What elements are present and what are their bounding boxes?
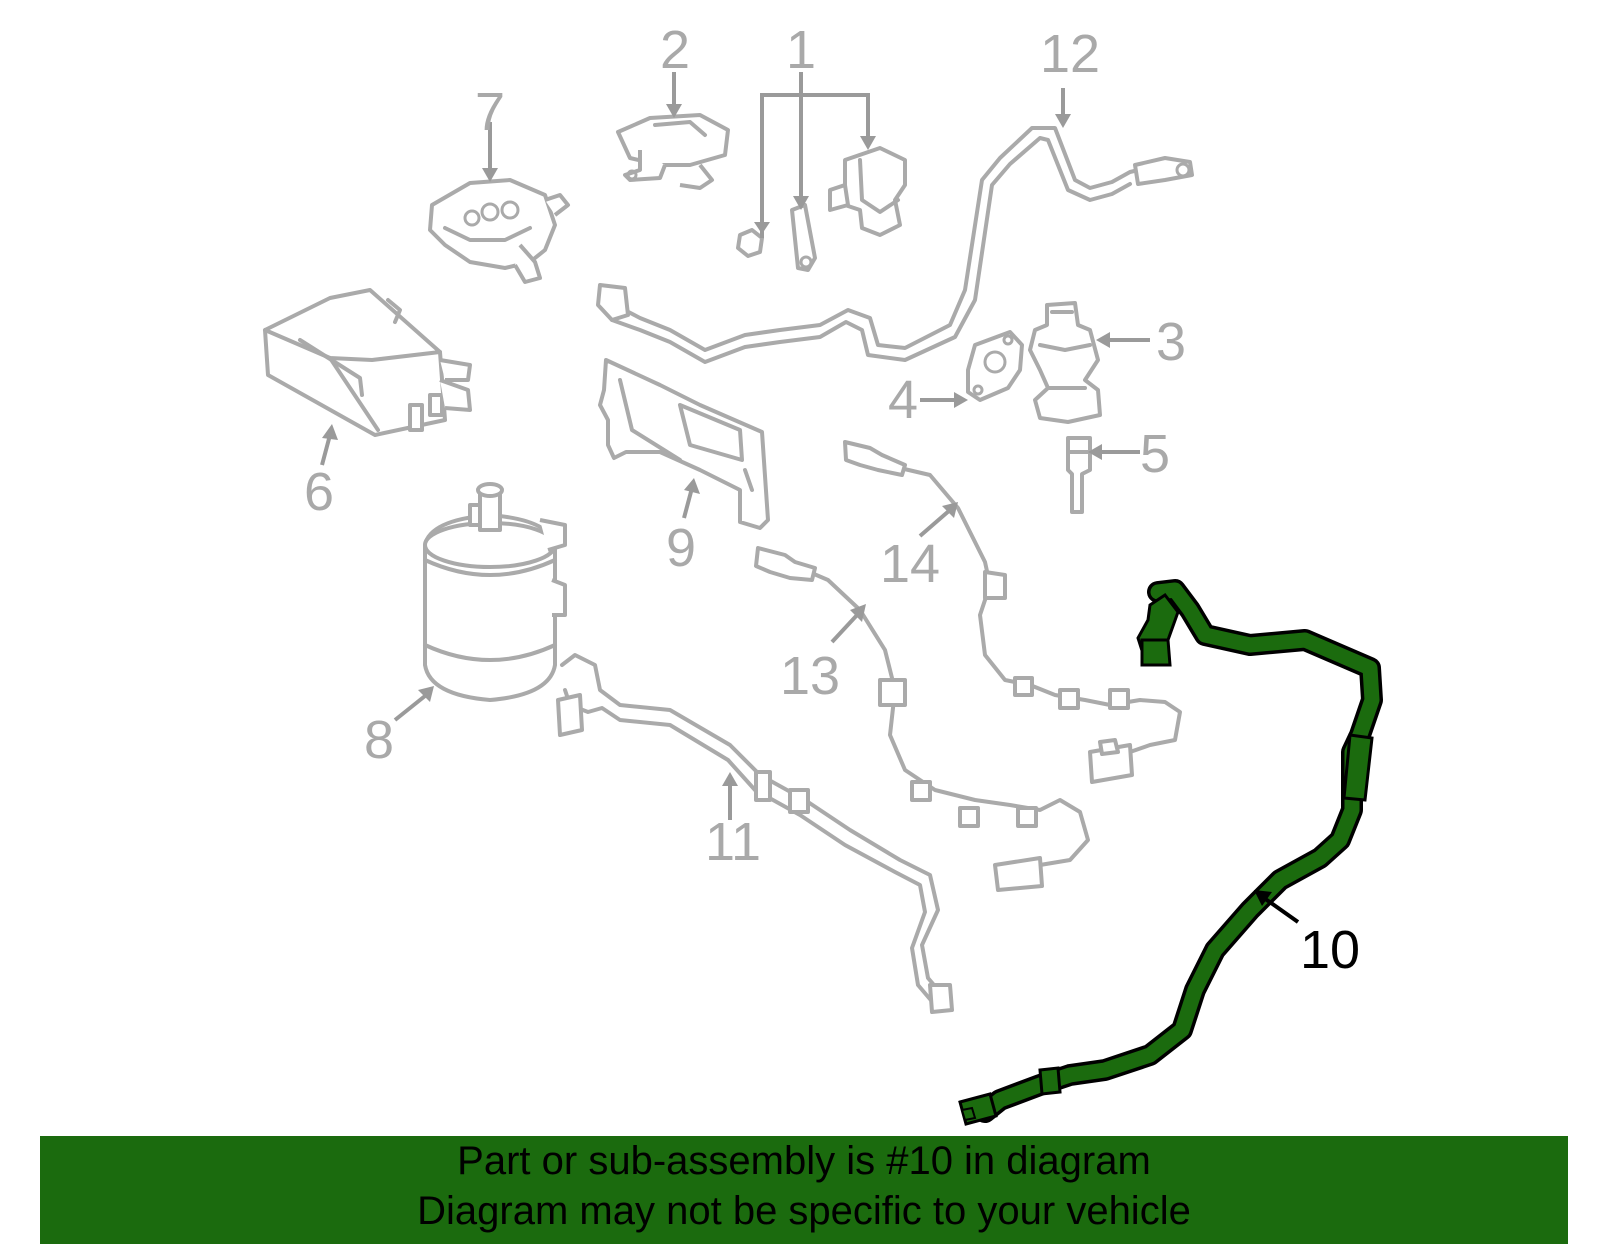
callout-7: 7 (475, 82, 505, 142)
part-7-valve[interactable] (428, 178, 570, 284)
callout-10: 10 (1300, 920, 1360, 980)
part-12-sensor-cable[interactable] (596, 126, 1194, 364)
callout-1: 1 (786, 20, 816, 80)
callout-6: 6 (304, 462, 334, 522)
banner-line-2: Diagram may not be specific to your vehi… (417, 1189, 1191, 1233)
callout-5: 5 (1140, 424, 1170, 484)
callout-arrows (320, 72, 1300, 924)
part-4-gasket[interactable] (966, 330, 1024, 402)
callout-13: 13 (780, 646, 840, 706)
part-9-bracket[interactable] (598, 358, 770, 530)
callout-2: 2 (660, 20, 690, 80)
info-banner: Part or sub-assembly is #10 in diagram D… (40, 1136, 1568, 1244)
callout-8: 8 (364, 710, 394, 770)
part-3-egr-valve[interactable] (1028, 301, 1102, 424)
part-1-solenoid-assembly[interactable] (736, 146, 907, 272)
part-2-solenoid[interactable] (616, 113, 730, 190)
callout-11: 11 (705, 812, 761, 872)
callout-4: 4 (888, 370, 918, 430)
part-10-hose-highlighted[interactable] (958, 579, 1383, 1126)
callout-12: 12 (1040, 24, 1100, 84)
part-14-sensor-harness[interactable] (843, 440, 1182, 784)
part-6-canister[interactable] (263, 288, 472, 437)
part-8-filter-canister[interactable] (423, 482, 567, 702)
part-13-sensor-harness[interactable] (754, 546, 1090, 892)
callout-9: 9 (666, 518, 696, 578)
callout-14: 14 (880, 534, 940, 594)
part-5-pipe[interactable] (1066, 436, 1092, 514)
banner-line-1: Part or sub-assembly is #10 in diagram (457, 1139, 1151, 1183)
part-11-vapor-line[interactable] (556, 653, 954, 1014)
callout-3: 3 (1156, 312, 1186, 372)
